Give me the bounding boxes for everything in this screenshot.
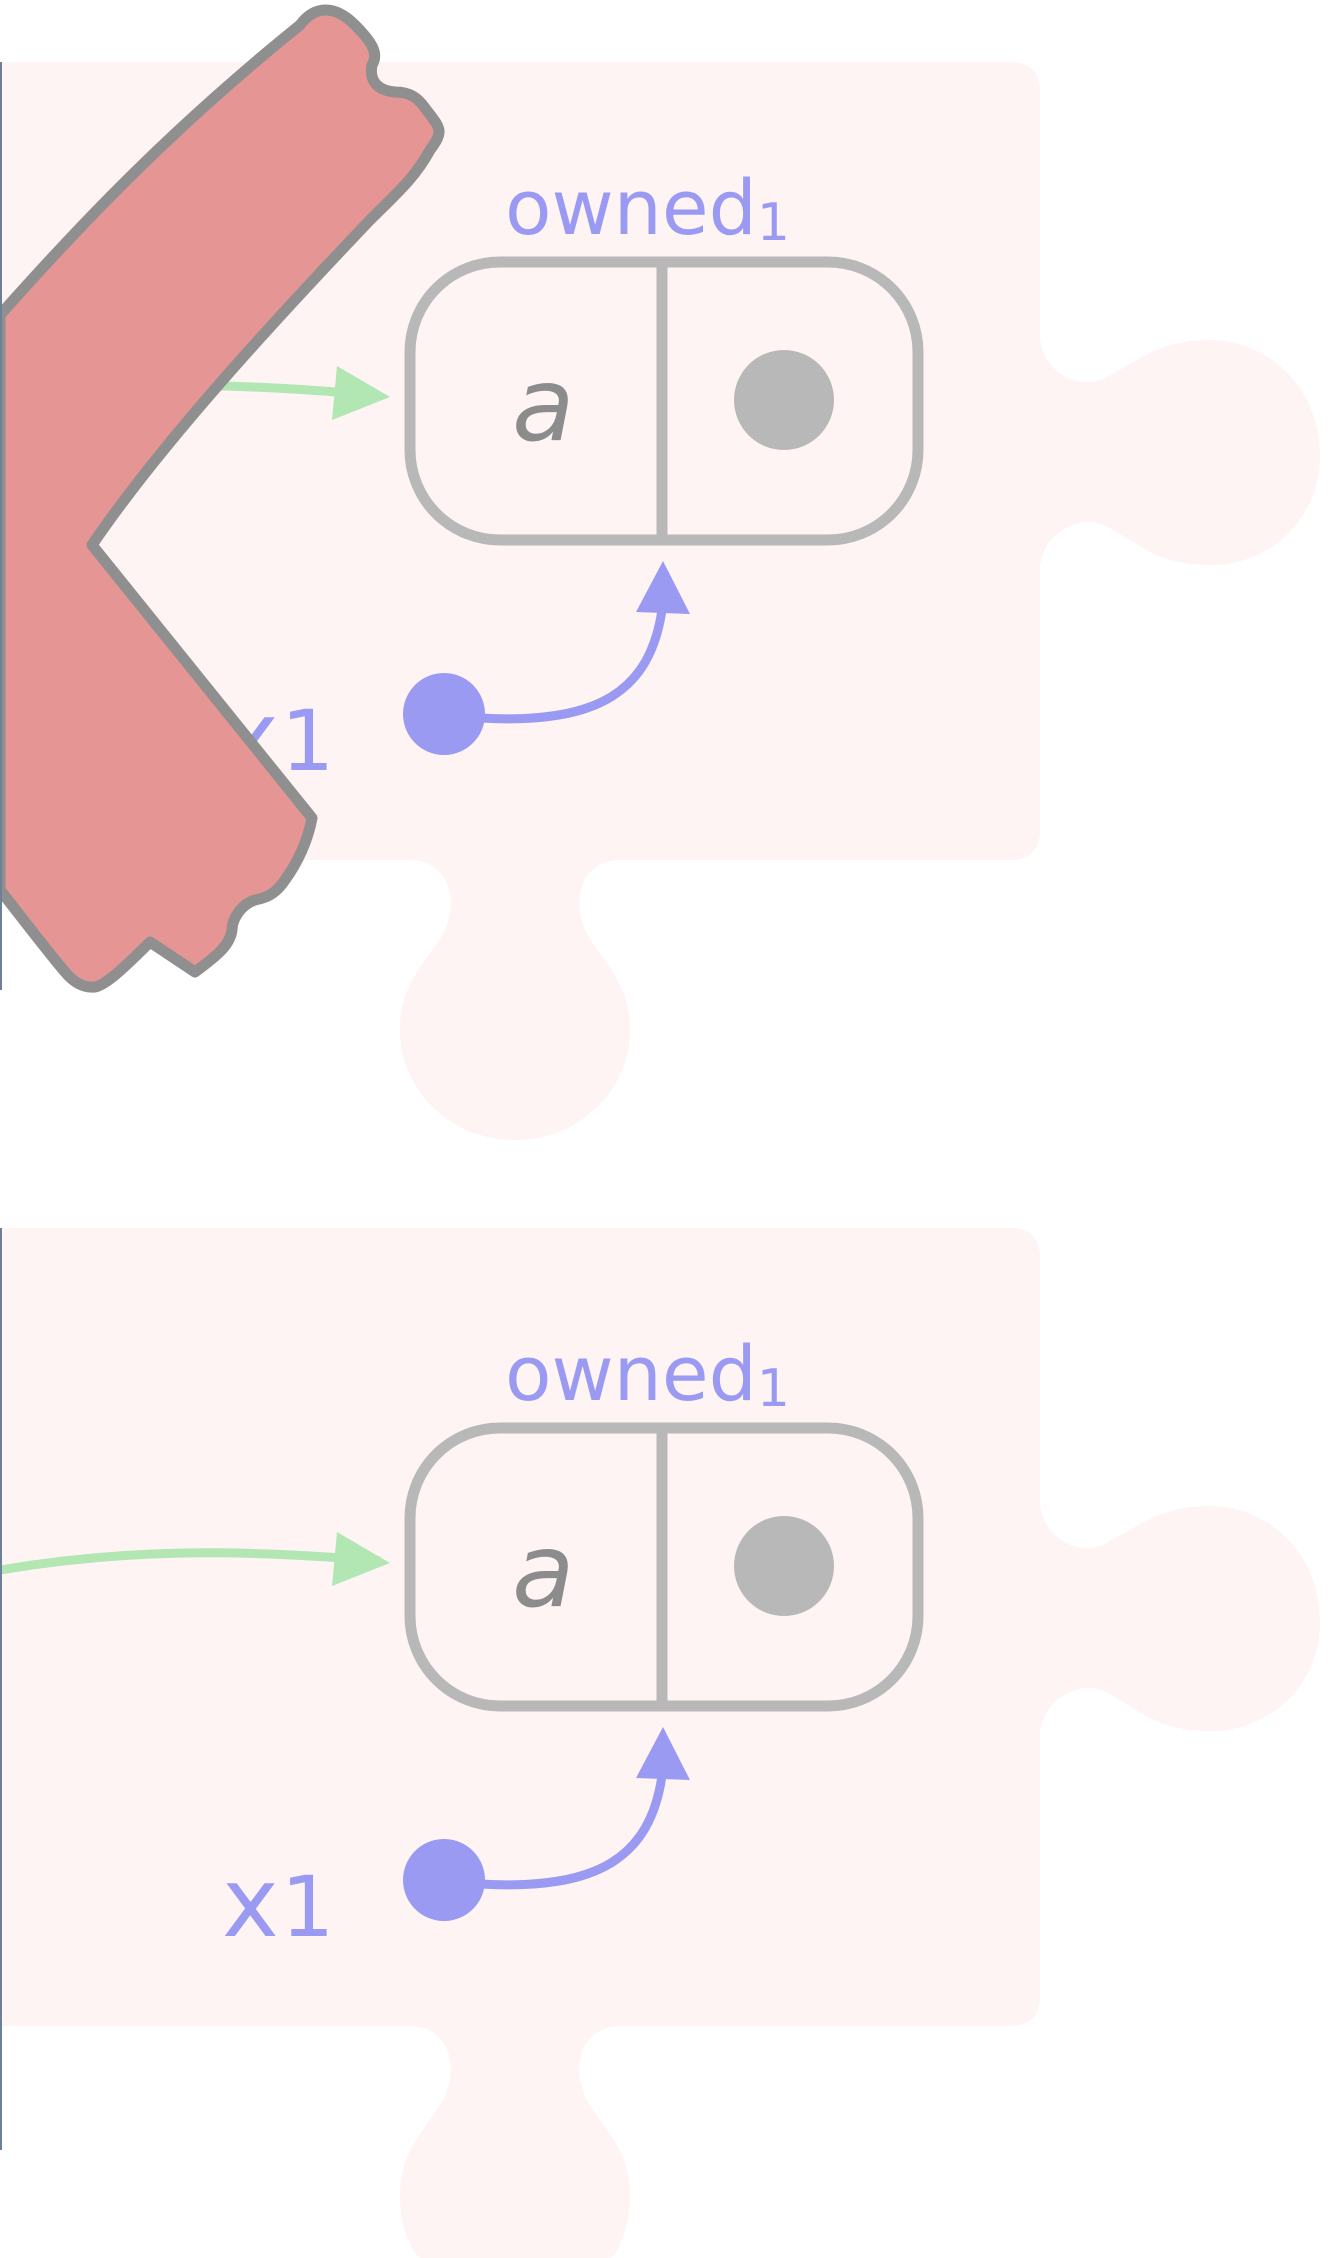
owned-label-text: owned: [505, 163, 757, 252]
owned-label-subscript: 1: [757, 193, 790, 253]
pointer-dot: [734, 350, 834, 450]
pointer-dot: [734, 1516, 834, 1616]
variable-arrow: [479, 609, 667, 724]
variable-label-text: x: [222, 1847, 279, 1959]
owned-label-subscript: 1: [757, 1359, 790, 1419]
red-blob-shape: [0, 4, 445, 993]
variable-label: x1: [222, 1847, 334, 1959]
incoming-arrow: [0, 1548, 381, 1575]
variable-label-subscript: 1: [281, 1858, 334, 1956]
variable-arrowhead: [636, 1727, 690, 1780]
variable-dot: [403, 1839, 485, 1921]
variable-label-subscript: 1: [281, 692, 334, 790]
variable-arrowhead: [636, 561, 690, 614]
owned-box-label: owned1: [505, 1329, 790, 1419]
incoming-arrowhead: [332, 1532, 390, 1586]
incoming-arrowhead: [332, 366, 390, 420]
field-label-a: a: [512, 1512, 575, 1631]
owned-label-text: owned: [505, 1329, 757, 1418]
panel-2: owned1 a x1: [0, 1228, 1320, 2258]
variable-dot: [403, 673, 485, 755]
variable-arrow: [479, 1775, 667, 1890]
panel-1: owned1 a x1: [0, 4, 1320, 1140]
owned-box-label: owned1: [505, 163, 790, 253]
field-label-a: a: [512, 346, 575, 465]
